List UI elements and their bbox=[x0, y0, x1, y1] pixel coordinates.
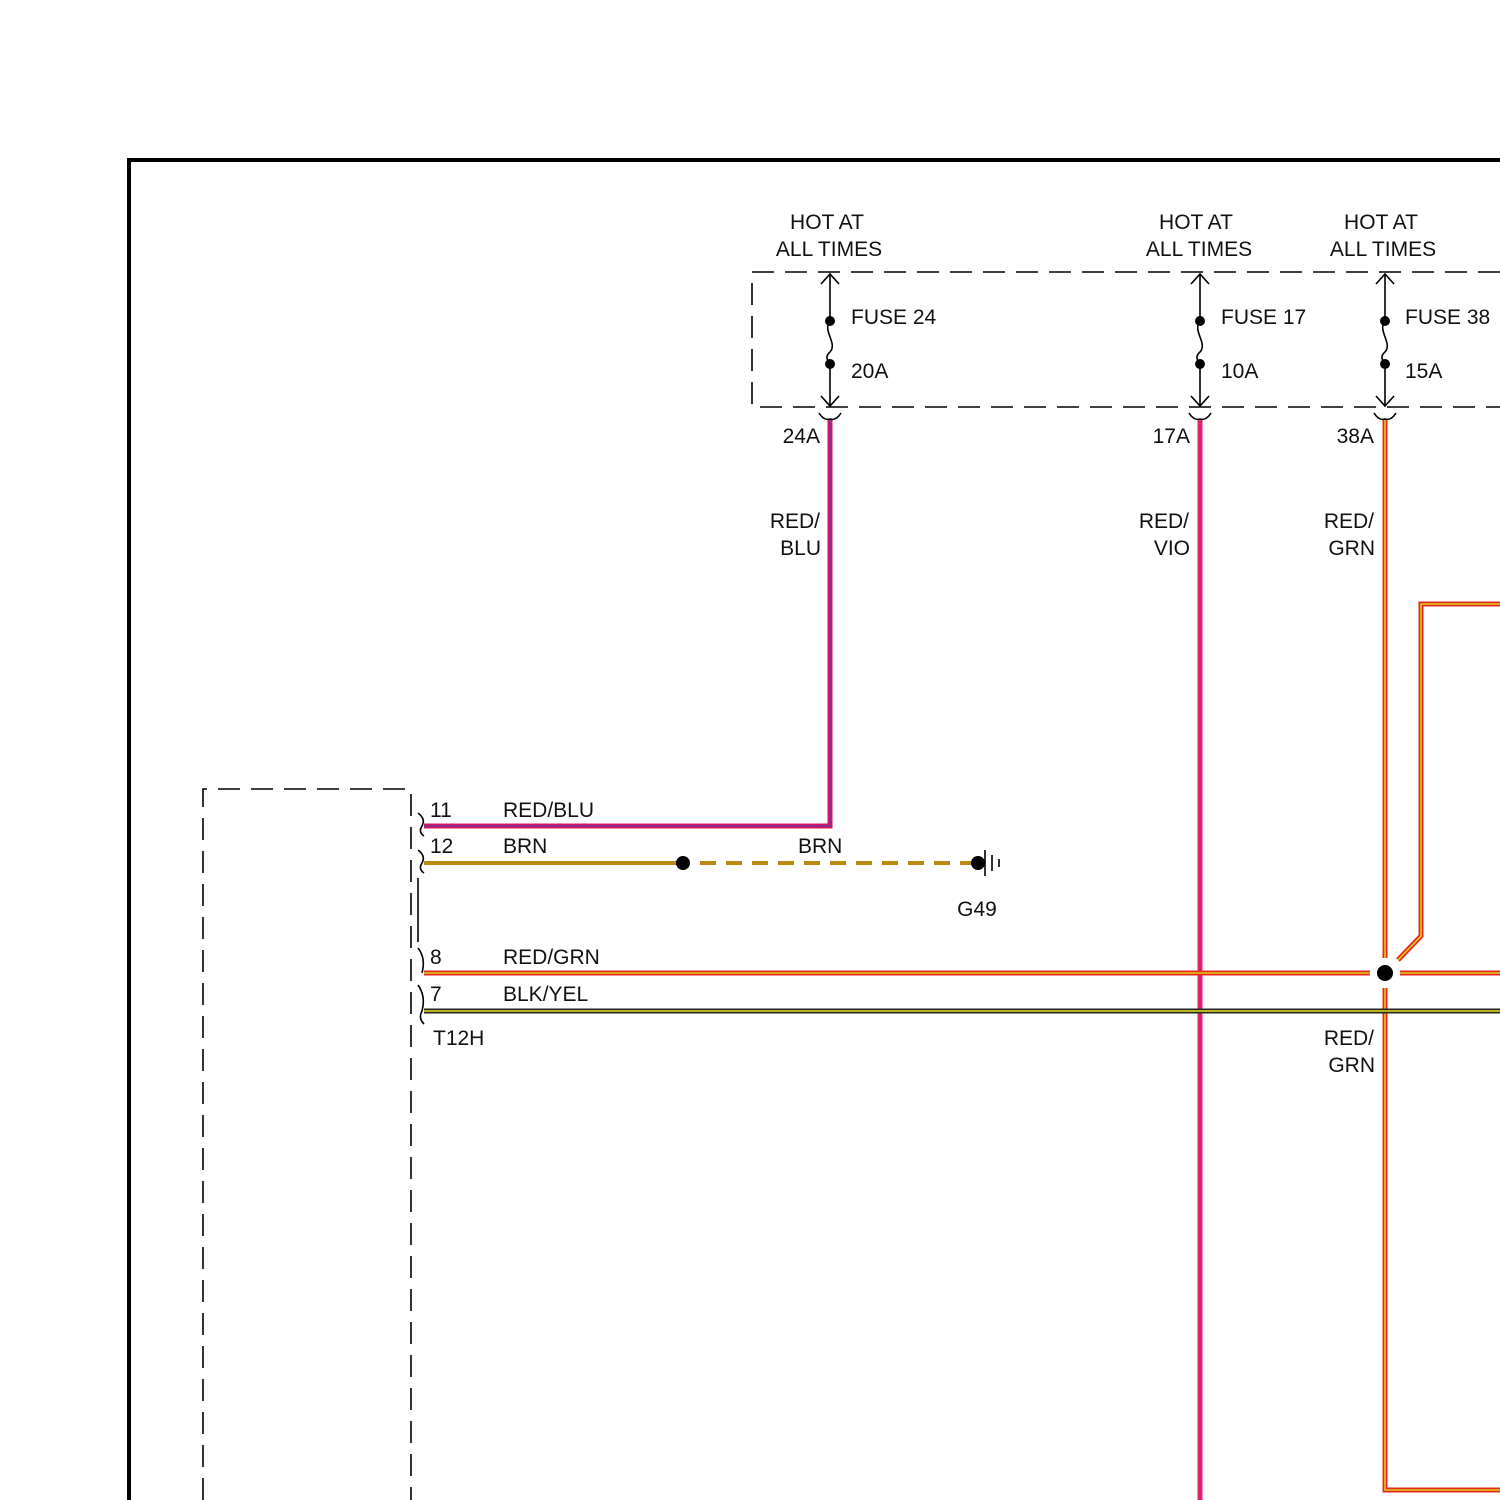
fuse-24-connector-icon bbox=[819, 413, 841, 419]
ground-g49-dot bbox=[971, 856, 985, 870]
fuse-38-wire-color-1: RED/ bbox=[1324, 510, 1374, 533]
brn-splice-dot bbox=[676, 856, 690, 870]
connector-name: T12H bbox=[433, 1027, 484, 1050]
wire-red-blu-base bbox=[424, 420, 830, 826]
fuse-17-label: FUSE 17 bbox=[1221, 306, 1306, 329]
fuse-38-terminal-label: 38A bbox=[1337, 425, 1374, 448]
connector-pin-12-icon bbox=[418, 850, 424, 873]
pin-12-wire: BRN bbox=[503, 835, 547, 858]
fuse-38-supply-line-2: ALL TIMES bbox=[1330, 238, 1436, 261]
connector-pin-11-icon bbox=[418, 813, 424, 836]
pin-11-number: 11 bbox=[430, 799, 452, 822]
fuse-24: HOT AT ALL TIMES FUSE 24 20A 24A RED/ BL… bbox=[770, 211, 937, 560]
fuse-17-connector-icon bbox=[1189, 413, 1211, 419]
pin-11-wire: RED/BLU bbox=[503, 799, 594, 822]
fuse-24-arrow-up bbox=[821, 274, 839, 321]
ground-wire-label: BRN bbox=[798, 835, 842, 858]
fuse-box-enclosure bbox=[752, 272, 1500, 407]
splice-wire-color-2: GRN bbox=[1328, 1054, 1375, 1077]
fuse-17-arrow-up bbox=[1191, 274, 1209, 321]
fuse-24-element-icon bbox=[827, 321, 832, 364]
fuse-17-arrow-down bbox=[1191, 364, 1209, 406]
splice-wire-color-1: RED/ bbox=[1324, 1027, 1374, 1050]
red-grn-splice-dot bbox=[1377, 965, 1393, 981]
connector-pin-8-icon bbox=[418, 948, 423, 973]
pin-7-wire: BLK/YEL bbox=[503, 983, 588, 1006]
fuse-38-connector-icon bbox=[1374, 413, 1396, 419]
ground-g49-icon bbox=[985, 850, 999, 876]
fuse-17-element-icon bbox=[1197, 321, 1202, 364]
fuse-24-terminal-label: 24A bbox=[783, 425, 820, 448]
fuse-24-supply-line-1: HOT AT bbox=[790, 211, 864, 234]
wire-red-blu bbox=[424, 420, 830, 826]
fuse-17-wire-color-1: RED/ bbox=[1139, 510, 1189, 533]
fuse-24-rating: 20A bbox=[851, 360, 888, 383]
fuse-17-supply-line-1: HOT AT bbox=[1159, 211, 1233, 234]
fuse-24-wire-color-2: BLU bbox=[780, 537, 821, 560]
fuse-24-wire-color-1: RED/ bbox=[770, 510, 820, 533]
fuse-38-wire-color-2: GRN bbox=[1328, 537, 1375, 560]
fuse-24-label: FUSE 24 bbox=[851, 306, 937, 329]
ground-name: G49 bbox=[957, 898, 997, 921]
fuse-38-arrow-down bbox=[1376, 364, 1394, 406]
pin-12-number: 12 bbox=[430, 835, 453, 858]
fuse-38-rating: 15A bbox=[1405, 360, 1442, 383]
module-enclosure bbox=[203, 789, 411, 1500]
fuse-17-terminal-label: 17A bbox=[1153, 425, 1190, 448]
fuse-38-label: FUSE 38 bbox=[1405, 306, 1490, 329]
fuse-38: HOT AT ALL TIMES FUSE 38 15A 38A RED/ GR… bbox=[1324, 211, 1490, 560]
fuse-17-rating: 10A bbox=[1221, 360, 1258, 383]
wire-red-blu-tracer bbox=[424, 420, 830, 826]
pin-8-wire: RED/GRN bbox=[503, 946, 600, 969]
fuse-38-element-icon bbox=[1382, 321, 1387, 364]
wire-red-grn-loop-base bbox=[1398, 604, 1500, 960]
fuse-17: HOT AT ALL TIMES FUSE 17 10A 17A RED/ VI… bbox=[1139, 211, 1306, 560]
fuse-24-supply-line-2: ALL TIMES bbox=[776, 238, 882, 261]
pin-8-number: 8 bbox=[430, 946, 442, 969]
fuse-17-wire-color-2: VIO bbox=[1154, 537, 1190, 560]
connector-pin-7-icon bbox=[418, 985, 424, 1024]
wire-red-grn-loop-tracer bbox=[1398, 604, 1500, 960]
fuse-24-arrow-down bbox=[821, 364, 839, 406]
fuse-17-supply-line-2: ALL TIMES bbox=[1146, 238, 1252, 261]
diagram-frame bbox=[129, 160, 1500, 1500]
pin-7-number: 7 bbox=[430, 983, 442, 1006]
fuse-38-arrow-up bbox=[1376, 274, 1394, 321]
fuse-38-supply-line-1: HOT AT bbox=[1344, 211, 1418, 234]
